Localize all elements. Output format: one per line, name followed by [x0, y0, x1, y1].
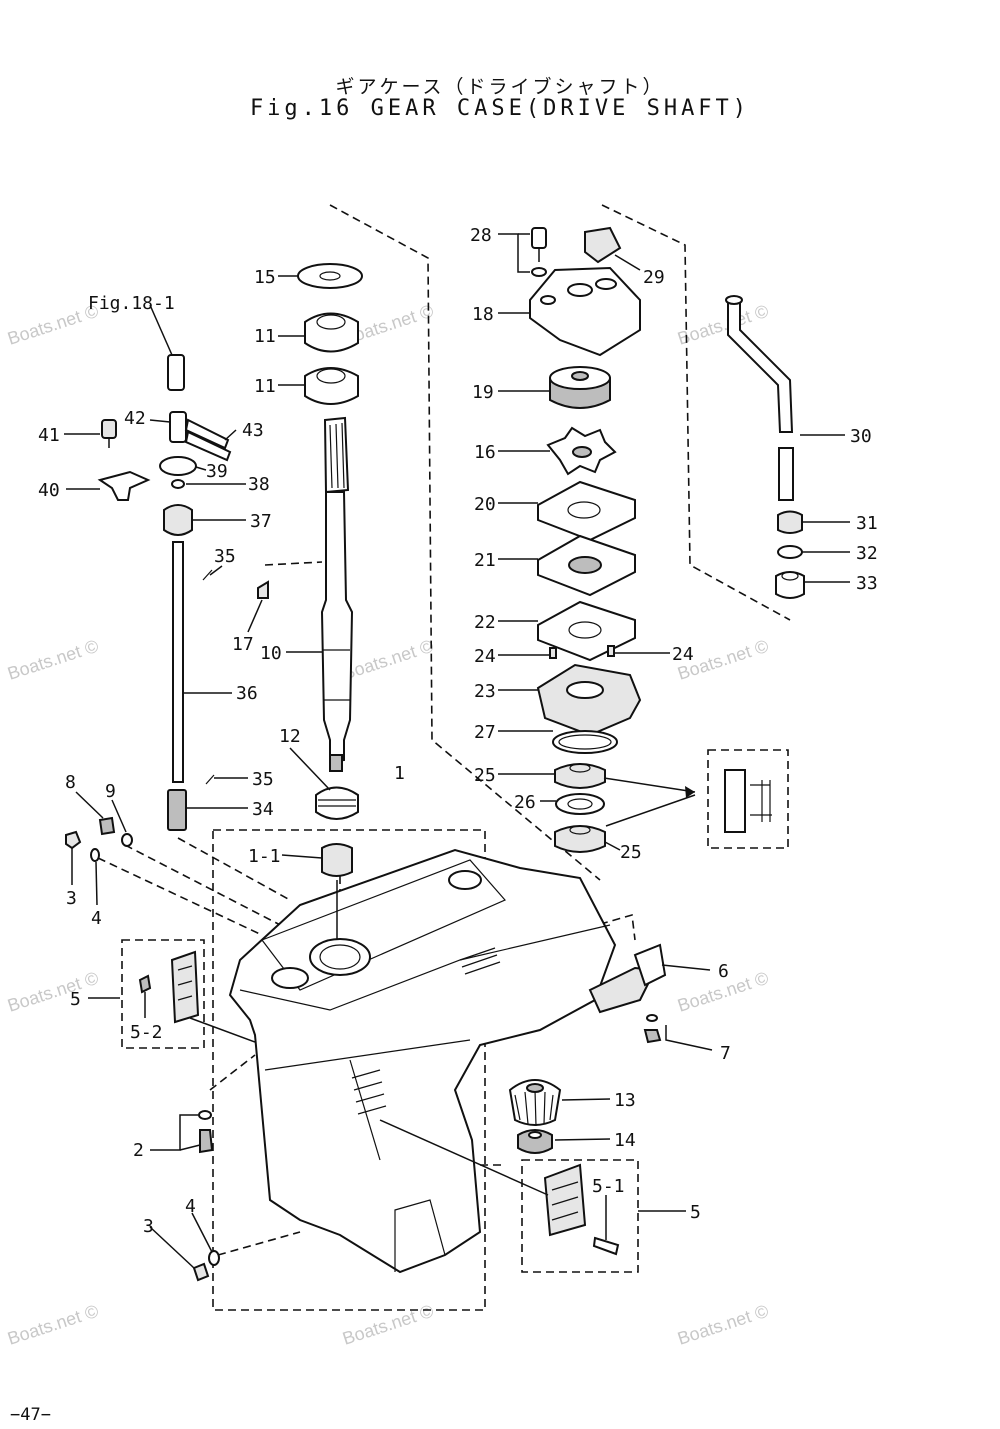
- part-label-26: 26: [514, 792, 536, 813]
- figure-title-japanese: ギアケース（ドライブシャフト）: [335, 76, 665, 98]
- watermark: Boats.net ©: [5, 968, 101, 1016]
- part-label-30: 30: [850, 426, 872, 447]
- part-label-28: 28: [470, 225, 492, 246]
- part-label-8: 8: [65, 772, 76, 793]
- part-label-6: 6: [718, 961, 729, 982]
- drive-shaft-assembly: [297, 263, 363, 877]
- part-label-3: 3: [143, 1216, 154, 1237]
- page-number: −47−: [10, 1405, 51, 1425]
- part-label-40: 40: [38, 480, 60, 501]
- pinion-gear-parts: [508, 1079, 562, 1154]
- part-label-4: 4: [185, 1196, 196, 1217]
- part-label-1: 1: [394, 763, 405, 784]
- part-label-17: 17: [232, 634, 254, 655]
- part-label-18: 18: [472, 304, 494, 325]
- part-label-20: 20: [474, 494, 496, 515]
- part-label-23: 23: [474, 681, 496, 702]
- small-hardware: [65, 816, 220, 1282]
- part-label-39: 39: [206, 461, 228, 482]
- part-label-11: 11: [254, 326, 276, 347]
- watermark: Boats.net ©: [5, 636, 101, 684]
- part-label-5-2: 5-2: [130, 1022, 163, 1043]
- part-label-4: 4: [91, 908, 102, 929]
- part-label-2: 2: [133, 1140, 144, 1161]
- inset-detail: [724, 769, 772, 833]
- part-label-42: 42: [124, 408, 146, 429]
- part-label-24: 24: [672, 644, 694, 665]
- plate-parts: [138, 943, 667, 1256]
- part-label-15: 15: [254, 267, 276, 288]
- part-label-43: 43: [242, 420, 264, 441]
- part-label-37: 37: [250, 511, 272, 532]
- water-pump-assembly: [529, 226, 642, 853]
- part-label-31: 31: [856, 513, 878, 534]
- part-label-10: 10: [260, 643, 282, 664]
- part-label-22: 22: [474, 612, 496, 633]
- watermark: Boats.net ©: [5, 301, 101, 349]
- leader-lines: [64, 233, 850, 1269]
- watermark: Boats.net ©: [5, 1301, 101, 1349]
- part-label-19: 19: [472, 382, 494, 403]
- part-label-5: 5: [690, 1202, 701, 1223]
- part-label-24: 24: [474, 646, 496, 667]
- reference-figure-label: Fig.18-1: [88, 293, 175, 314]
- figure-title: Fig.16 GEAR CASE(DRIVE SHAFT): [249, 96, 751, 121]
- inset-boxes: [121, 749, 789, 1273]
- part-label-9: 9: [105, 781, 116, 802]
- part-number-labels: Fig.18-1 15 11 11 28 29 18 19 16 20 21 2…: [38, 225, 878, 1237]
- watermark: Boats.net ©: [675, 301, 771, 349]
- part-label-14: 14: [614, 1130, 636, 1151]
- part-label-7: 7: [720, 1043, 731, 1064]
- part-label-38: 38: [248, 474, 270, 495]
- watermark: Boats.net ©: [675, 1301, 771, 1349]
- watermark: Boats.net ©: [340, 636, 436, 684]
- part-label-1-1: 1-1: [248, 846, 281, 867]
- part-label-27: 27: [474, 722, 496, 743]
- part-label-3: 3: [66, 888, 77, 909]
- part-label-34: 34: [252, 799, 274, 820]
- part-label-5: 5: [70, 989, 81, 1010]
- part-label-25: 25: [474, 765, 496, 786]
- shift-linkage-parts: [97, 354, 269, 831]
- part-label-16: 16: [474, 442, 496, 463]
- part-label-32: 32: [856, 543, 878, 564]
- part-label-13: 13: [614, 1090, 636, 1111]
- part-label-29: 29: [643, 267, 665, 288]
- part-label-33: 33: [856, 573, 878, 594]
- watermark: Boats.net ©: [340, 1301, 436, 1349]
- part-label-36: 36: [236, 683, 258, 704]
- part-label-35: 35: [252, 769, 274, 790]
- part-label-11: 11: [254, 376, 276, 397]
- gear-case-housing: [228, 848, 617, 1274]
- part-label-41: 41: [38, 425, 60, 446]
- part-label-35: 35: [214, 546, 236, 567]
- part-label-5-1: 5-1: [592, 1176, 625, 1197]
- part-label-12: 12: [279, 726, 301, 747]
- water-tube-parts: [725, 295, 805, 599]
- part-label-21: 21: [474, 550, 496, 571]
- part-label-25: 25: [620, 842, 642, 863]
